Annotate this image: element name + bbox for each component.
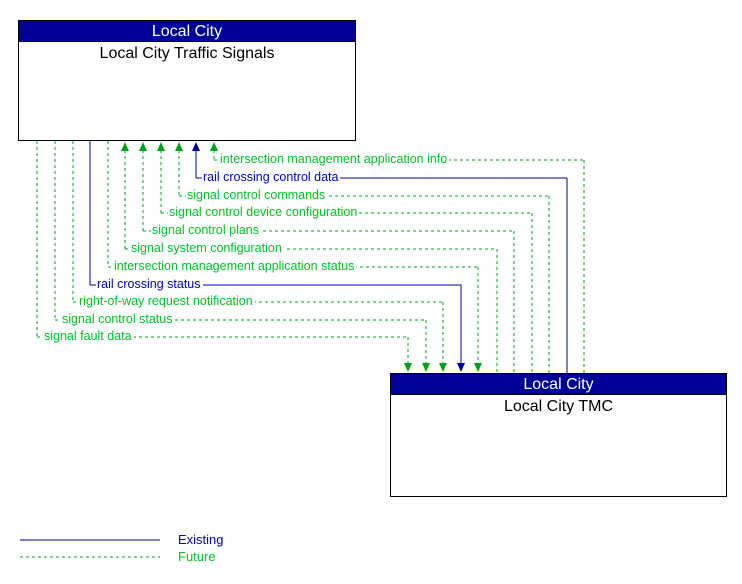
arrow-up-icon (210, 142, 218, 151)
flow-label: rail crossing status (96, 277, 203, 292)
entity-box-tmc: Local City Local City TMC (390, 373, 727, 497)
arrow-down-icon (474, 363, 482, 372)
flow-label: intersection management application info (219, 152, 450, 167)
entity-box-traffic-signals: Local City Local City Traffic Signals (18, 20, 356, 141)
entity-header: Local City (19, 21, 355, 42)
flow-label: signal fault data (43, 329, 134, 344)
entity-title: Local City Traffic Signals (99, 45, 275, 62)
entity-header: Local City (391, 374, 726, 395)
flow-label: signal control status (61, 312, 175, 327)
arrow-up-icon (192, 142, 200, 151)
entity-title: Local City TMC (503, 398, 614, 415)
flow-label: right-of-way request notification (78, 294, 255, 309)
arrow-up-icon (175, 142, 183, 151)
flow-label: intersection management application stat… (113, 259, 357, 274)
arrow-up-icon (157, 142, 165, 151)
flow-label: signal control plans (151, 223, 262, 238)
arrow-down-icon (457, 363, 465, 372)
flow-label: signal system configuration (130, 241, 284, 256)
arrow-down-icon (404, 363, 412, 372)
arrow-up-icon (139, 142, 147, 151)
entity-header-label: Local City (151, 23, 223, 40)
flow-label: rail crossing control data (202, 170, 341, 185)
entity-header-label: Local City (523, 376, 594, 393)
flow-label: signal control device configuration (168, 205, 360, 220)
arrow-down-icon (439, 363, 447, 372)
legend-label-existing: Existing (178, 532, 224, 547)
arrow-down-icon (422, 363, 430, 372)
arrow-up-icon (121, 142, 129, 151)
flow-label: signal control commands (186, 188, 328, 203)
legend-label-future: Future (178, 549, 216, 564)
